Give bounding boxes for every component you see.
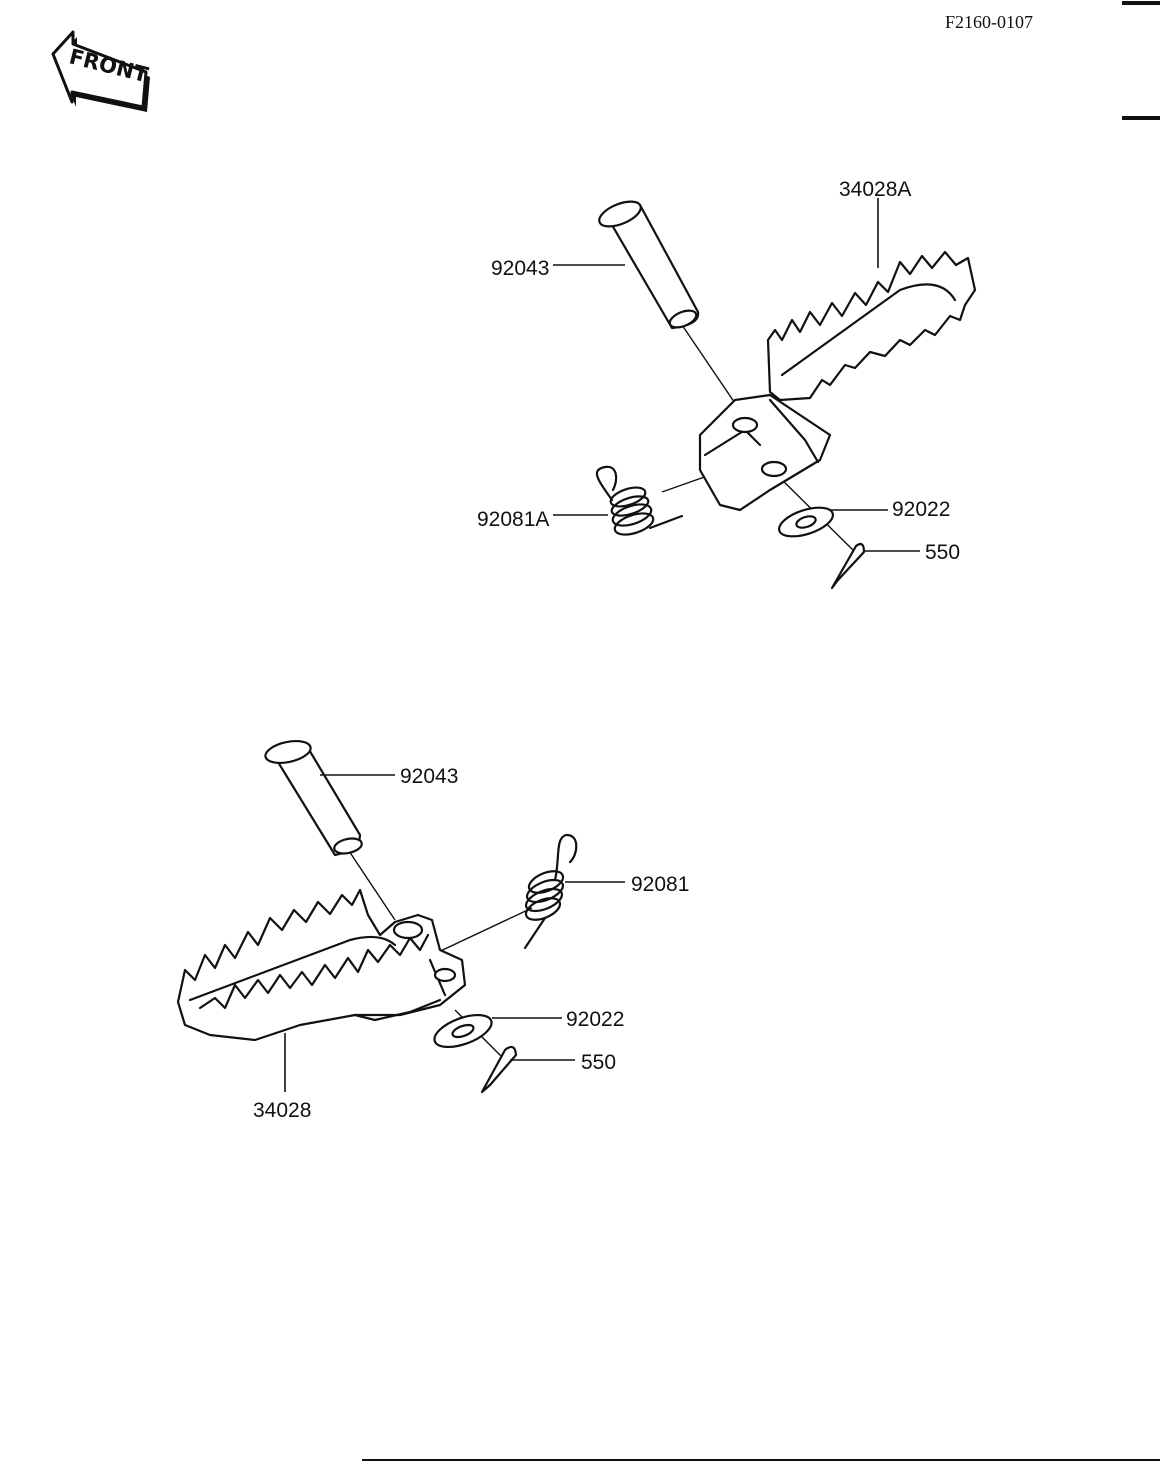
top-footpeg-hole-1 xyxy=(731,416,759,434)
top-pin-part xyxy=(598,200,700,330)
top-footpeg-part xyxy=(698,250,977,512)
top-footpeg-hole-2 xyxy=(760,460,788,478)
bottom-label-pin: 92043 xyxy=(400,765,458,788)
bottom-assembly: 92043 92081 92022 550 34028 xyxy=(176,740,689,1122)
top-label-footpeg: 34028A xyxy=(839,178,911,201)
bottom-footpeg-hole-2 xyxy=(433,967,457,983)
bottom-spring-part xyxy=(523,833,578,950)
bottom-alignment-line-spring xyxy=(431,907,533,956)
top-cotter-pin-part xyxy=(830,542,866,590)
top-label-washer: 92022 xyxy=(892,498,950,521)
top-label-cotter: 550 xyxy=(925,541,960,564)
front-arrow-icon: FRONT xyxy=(51,30,151,112)
top-label-pin: 92043 xyxy=(491,257,549,280)
bottom-label-spring: 92081 xyxy=(631,873,689,896)
top-spring-part xyxy=(595,465,684,536)
bottom-pin-part xyxy=(264,740,363,857)
bottom-label-cotter: 550 xyxy=(581,1051,616,1074)
bottom-footpeg-hole-1 xyxy=(392,920,424,940)
bottom-washer-part xyxy=(433,1013,493,1049)
bottom-cotter-pin-part xyxy=(480,1045,518,1094)
top-washer-part xyxy=(778,506,834,538)
bottom-label-footpeg: 34028 xyxy=(253,1099,311,1122)
bottom-label-washer: 92022 xyxy=(566,1008,624,1031)
top-label-spring: 92081A xyxy=(477,508,549,531)
bottom-footpeg-part xyxy=(176,888,467,1042)
top-assembly: 34028A 92043 92081A 92022 550 xyxy=(477,178,977,590)
bottom-alignment-line-pin xyxy=(344,844,396,921)
diagram-code: F2160-0107 xyxy=(945,12,1033,32)
